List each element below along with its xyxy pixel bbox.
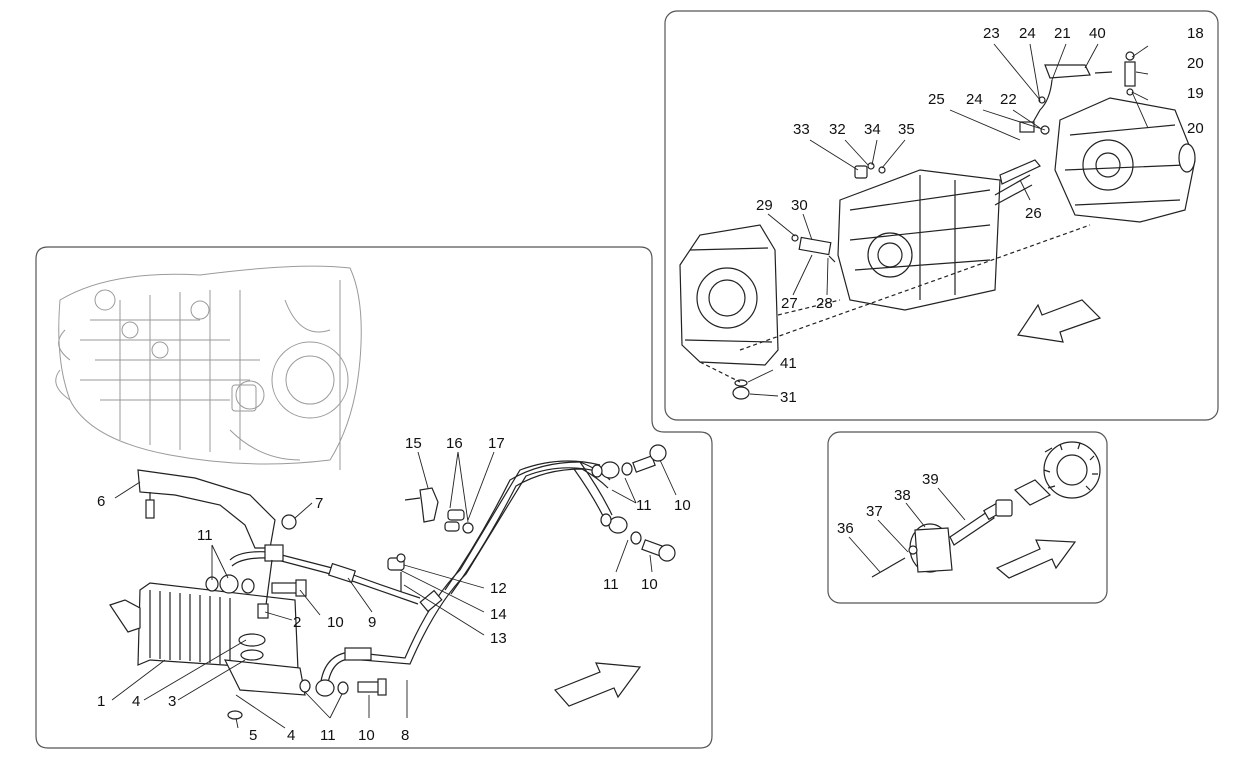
label-part-9: 9	[368, 614, 376, 631]
oil-pump-illustration	[871, 441, 1101, 578]
label-part-26: 26	[1025, 205, 1042, 222]
label-part-37: 37	[866, 503, 883, 520]
leader-lines-gearbox	[747, 43, 1149, 397]
label-part-39: 39	[922, 471, 939, 488]
label-part-17: 17	[488, 435, 505, 452]
label-part-1: 1	[97, 693, 105, 710]
label-part-27: 27	[781, 295, 798, 312]
label-part-2: 2	[293, 614, 301, 631]
label-part-25: 25	[928, 91, 945, 108]
bracket-part-6	[137, 469, 276, 549]
label-part-7: 7	[315, 495, 323, 512]
label-part-16: 16	[446, 435, 463, 452]
label-part-35: 35	[898, 121, 915, 138]
label-part-22: 22	[1000, 91, 1017, 108]
label-part-15: 15	[405, 435, 422, 452]
label-part-21: 21	[1054, 25, 1071, 42]
direction-arrow-pump	[995, 539, 1077, 579]
direction-arrow-main	[553, 662, 642, 707]
label-part-41: 41	[780, 355, 797, 372]
label-part-40: 40	[1089, 25, 1106, 42]
leader-lines-main	[111, 451, 677, 729]
label-part-11-a: 11	[197, 527, 213, 544]
label-part-18: 18	[1187, 25, 1204, 42]
label-part-36: 36	[837, 520, 854, 537]
fittings-parts-12-17	[387, 487, 474, 592]
label-part-20-a: 20	[1187, 55, 1204, 72]
leader-lines-pump	[848, 487, 966, 573]
label-part-8: 8	[401, 727, 409, 744]
label-part-10-d: 10	[641, 576, 658, 593]
label-part-14: 14	[490, 606, 507, 623]
label-part-12: 12	[490, 580, 507, 597]
label-part-10-a: 10	[327, 614, 344, 631]
gearbox-assembly-illustration	[679, 51, 1196, 400]
washers-and-bolts	[205, 444, 676, 696]
label-part-11-d: 11	[603, 576, 619, 593]
label-part-3: 3	[168, 693, 176, 710]
label-part-10-b: 10	[358, 727, 375, 744]
label-part-31: 31	[780, 389, 797, 406]
label-part-4-b: 4	[287, 727, 295, 744]
direction-arrow-gearbox	[1016, 299, 1102, 343]
label-part-5: 5	[249, 727, 257, 744]
label-part-11-b: 11	[320, 727, 336, 744]
part-number-labels: 1 2 3 4 4 5 6 7 8 9 10 10 10 10 11 11 11…	[97, 25, 1204, 744]
label-part-32: 32	[829, 121, 846, 138]
label-part-29: 29	[756, 197, 773, 214]
label-part-24-a: 24	[1019, 25, 1036, 42]
label-part-20-b: 20	[1187, 120, 1204, 137]
label-part-24-b: 24	[966, 91, 983, 108]
label-part-38: 38	[894, 487, 911, 504]
label-part-34: 34	[864, 121, 881, 138]
label-part-28: 28	[816, 295, 833, 312]
label-part-11-c: 11	[636, 497, 652, 514]
label-part-23: 23	[983, 25, 1000, 42]
engine-block-illustration	[55, 265, 362, 470]
label-part-6: 6	[97, 493, 105, 510]
label-part-10-c: 10	[674, 497, 691, 514]
label-part-4: 4	[132, 693, 140, 710]
label-part-33: 33	[793, 121, 810, 138]
label-part-13: 13	[490, 630, 507, 647]
label-part-19: 19	[1187, 85, 1204, 102]
label-part-30: 30	[791, 197, 808, 214]
